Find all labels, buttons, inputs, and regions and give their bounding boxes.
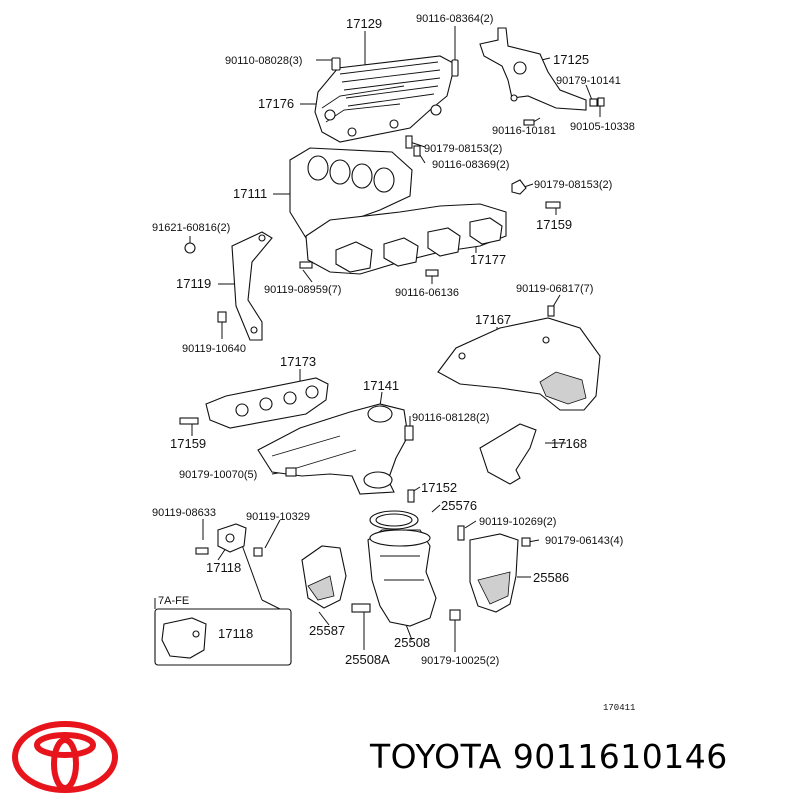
label: 17125 xyxy=(553,52,589,67)
label: 25586 xyxy=(533,570,569,585)
label: 25508 xyxy=(394,635,430,650)
bracket-17125 xyxy=(479,27,587,111)
label: 17159 xyxy=(536,217,572,232)
label: 90116-08364(2) xyxy=(416,13,493,25)
label: 90179-08153(2) xyxy=(424,143,502,155)
label: 17152 xyxy=(421,480,457,495)
label: 90116-10181 xyxy=(492,125,556,137)
label: 17167 xyxy=(475,312,511,327)
label: 90179-06143(4) xyxy=(545,535,623,547)
label: 90105-10338 xyxy=(570,121,635,133)
label: 17176 xyxy=(258,96,294,111)
label: 17118 xyxy=(206,560,241,575)
label: 17111 xyxy=(233,186,267,201)
brand-part-number: TOYOTA 9011610146 xyxy=(370,737,728,776)
label: 90119-08959(7) xyxy=(264,284,341,296)
diagram-code: 170411 xyxy=(603,703,635,713)
part-number-labels: 90116-08364(2) 90110-08028(3) 17129 1712… xyxy=(152,13,635,713)
label: 91621-60816(2) xyxy=(152,222,230,234)
label: 17168 xyxy=(551,436,587,451)
label: 90179-10141 xyxy=(556,75,621,87)
intake-manifold-17111 xyxy=(289,147,507,275)
label: 17129 xyxy=(346,16,382,31)
label: 90119-06817(7) xyxy=(516,283,593,295)
label: 90119-10329 xyxy=(246,511,310,523)
label: 90116-08369(2) xyxy=(432,159,509,171)
fasteners xyxy=(179,57,605,621)
label: 17177 xyxy=(470,252,506,267)
label: 90116-08128(2) xyxy=(412,412,489,424)
stay-17118 xyxy=(217,523,247,553)
label: 17118 xyxy=(218,626,253,641)
toyota-logo xyxy=(12,721,118,793)
heat-insulator-25586 xyxy=(469,533,519,613)
gasket-25576 xyxy=(369,510,419,530)
label: 90119-08633 xyxy=(152,507,216,519)
label: 90179-08153(2) xyxy=(534,179,612,191)
label: 25508A xyxy=(345,652,390,667)
label: 90110-08028(3) xyxy=(225,55,302,67)
label: 90179-10070(5) xyxy=(179,469,257,481)
label: 90116-06136 xyxy=(395,287,459,299)
label: 17141 xyxy=(363,378,399,393)
inset-7a-fe xyxy=(154,608,292,666)
label: 7A-FE xyxy=(158,595,189,607)
heat-insulator-25587 xyxy=(301,545,347,609)
label: 90179-10025(2) xyxy=(421,655,499,667)
bracket-17119 xyxy=(231,231,273,341)
gasket-17173 xyxy=(205,377,329,429)
label: 90119-10269(2) xyxy=(479,516,556,528)
label: 17119 xyxy=(176,276,211,291)
label: 17173 xyxy=(280,354,316,369)
intake-plenum-17129 xyxy=(314,55,456,143)
front-pipe-25508 xyxy=(367,529,437,627)
label: 17159 xyxy=(170,436,206,451)
label: 25587 xyxy=(309,623,345,638)
heat-insulator-17168 xyxy=(479,423,537,485)
label: 90119-10640 xyxy=(182,343,246,355)
label: 25576 xyxy=(441,498,477,513)
heat-insulator-17167 xyxy=(437,317,601,411)
